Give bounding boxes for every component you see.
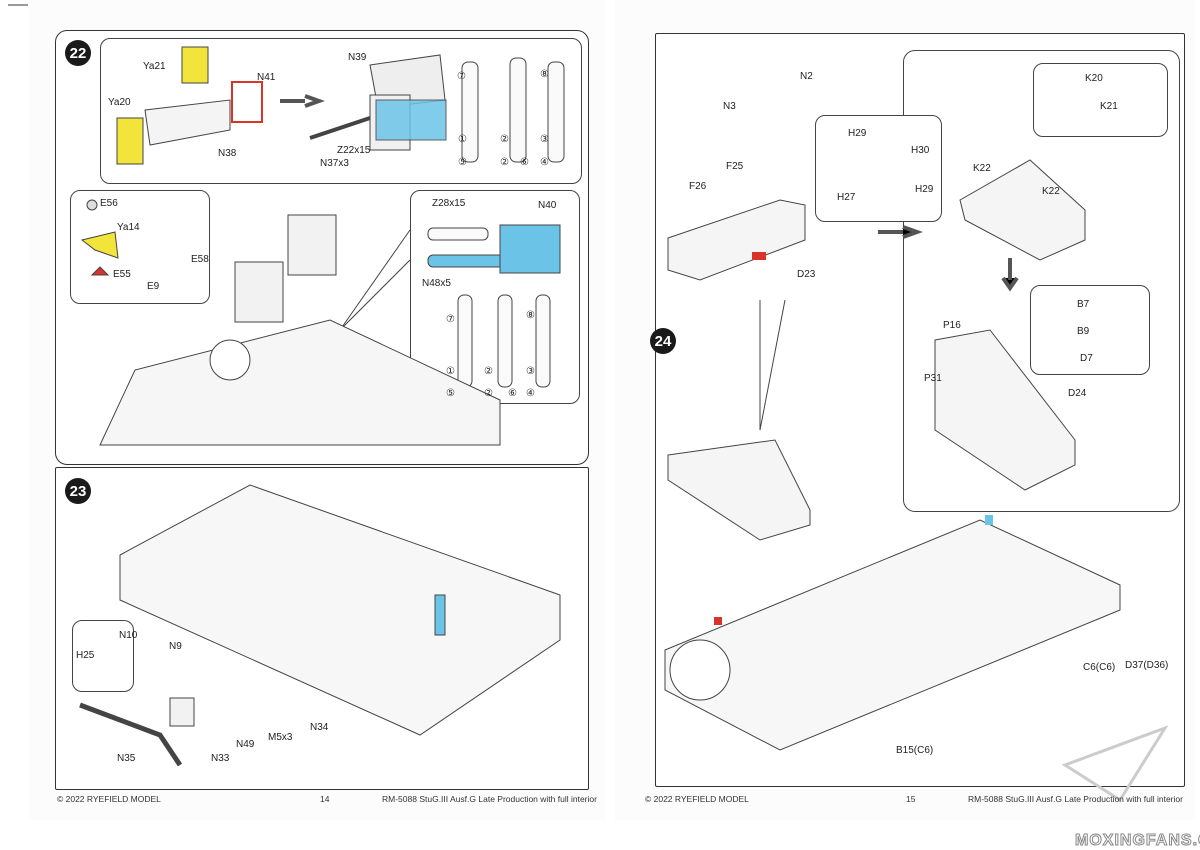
step-22-number: 22 (65, 40, 91, 66)
round-number: ⑧ (540, 69, 549, 80)
part-label: N49 (236, 739, 255, 750)
step-23-callout (72, 620, 134, 692)
part-label: N39 (348, 52, 367, 63)
round-number: ⑦ (457, 71, 466, 82)
part-label: F25 (726, 161, 744, 172)
step-24-number: 24 (650, 328, 676, 354)
part-label: H27 (837, 192, 856, 203)
round-number: ③ (540, 134, 549, 145)
part-label: H29 (848, 128, 867, 139)
part-label: B15(C6) (896, 745, 934, 756)
left-footer-copyright: © 2022 RYEFIELD MODEL (57, 794, 161, 804)
part-label: E56 (100, 198, 118, 209)
part-label: N2 (800, 71, 813, 82)
part-label: E9 (147, 281, 160, 292)
part-label: N9 (169, 641, 182, 652)
part-label: B7 (1077, 299, 1090, 310)
part-label: Ya14 (117, 222, 140, 233)
part-label: K22 (973, 163, 991, 174)
part-label: F26 (689, 181, 707, 192)
step-24-b-callout (1030, 285, 1150, 375)
part-label: C6(C6) (1083, 662, 1116, 673)
step-24-h-callout (815, 115, 942, 222)
round-number: ⑤ (458, 157, 467, 168)
part-label: N10 (119, 630, 138, 641)
part-label: N48x5 (422, 278, 451, 289)
part-label: H25 (76, 650, 95, 661)
part-label: N3 (723, 101, 736, 112)
part-label: E58 (191, 254, 209, 265)
right-footer-kit-title: RM-5088 StuG.III Ausf.G Late Production … (968, 794, 1183, 804)
part-label: H29 (915, 184, 934, 195)
part-label: M5x3 (268, 732, 293, 743)
left-footer-kit-title: RM-5088 StuG.III Ausf.G Late Production … (382, 794, 597, 804)
part-label: Ya21 (143, 61, 166, 72)
part-label: N41 (257, 72, 276, 83)
round-number: ② (500, 134, 509, 145)
round-number: ③ (526, 366, 535, 377)
round-number: ② (484, 366, 493, 377)
part-label: H30 (911, 145, 930, 156)
part-label: E55 (113, 269, 131, 280)
part-label: K22 (1042, 186, 1060, 197)
right-footer-copyright: © 2022 RYEFIELD MODEL (645, 794, 749, 804)
round-number: ⑥ (520, 157, 529, 168)
round-number: ① (458, 134, 467, 145)
part-label: D24 (1068, 388, 1087, 399)
part-label: B9 (1077, 326, 1090, 337)
part-label: D7 (1080, 353, 1093, 364)
part-label: D23 (797, 269, 816, 280)
left-footer-page-number: 14 (320, 794, 330, 804)
part-label: N35 (117, 753, 136, 764)
round-number: ⑤ (446, 388, 455, 399)
watermark: MOXINGFANS.COM (1074, 832, 1200, 850)
right-footer-page-number: 15 (906, 794, 916, 804)
part-label: N40 (538, 200, 557, 211)
step-24-k-callout (1033, 63, 1168, 137)
round-number: ② (484, 388, 493, 399)
part-label: Z28x15 (432, 198, 466, 209)
part-label: K21 (1100, 101, 1118, 112)
round-number: ② (500, 157, 509, 168)
part-label: P16 (943, 320, 961, 331)
round-number: ⑧ (526, 310, 535, 321)
round-number: ⑥ (508, 388, 517, 399)
part-label: Ya20 (108, 97, 131, 108)
part-label: N33 (211, 753, 230, 764)
part-label: K20 (1085, 73, 1103, 84)
part-label: Z22x15 (337, 145, 371, 156)
part-label: P31 (924, 373, 942, 384)
grid-parts (116, 46, 565, 165)
round-number: ④ (526, 388, 535, 399)
part-label: N37x3 (320, 158, 349, 169)
part-label: D37(D36) (1125, 660, 1169, 671)
step-23-number: 23 (65, 478, 91, 504)
round-number: ⑦ (446, 314, 455, 325)
part-label: N38 (218, 148, 237, 159)
round-number: ④ (540, 157, 549, 168)
part-label: N34 (310, 722, 329, 733)
round-number: ① (446, 366, 455, 377)
